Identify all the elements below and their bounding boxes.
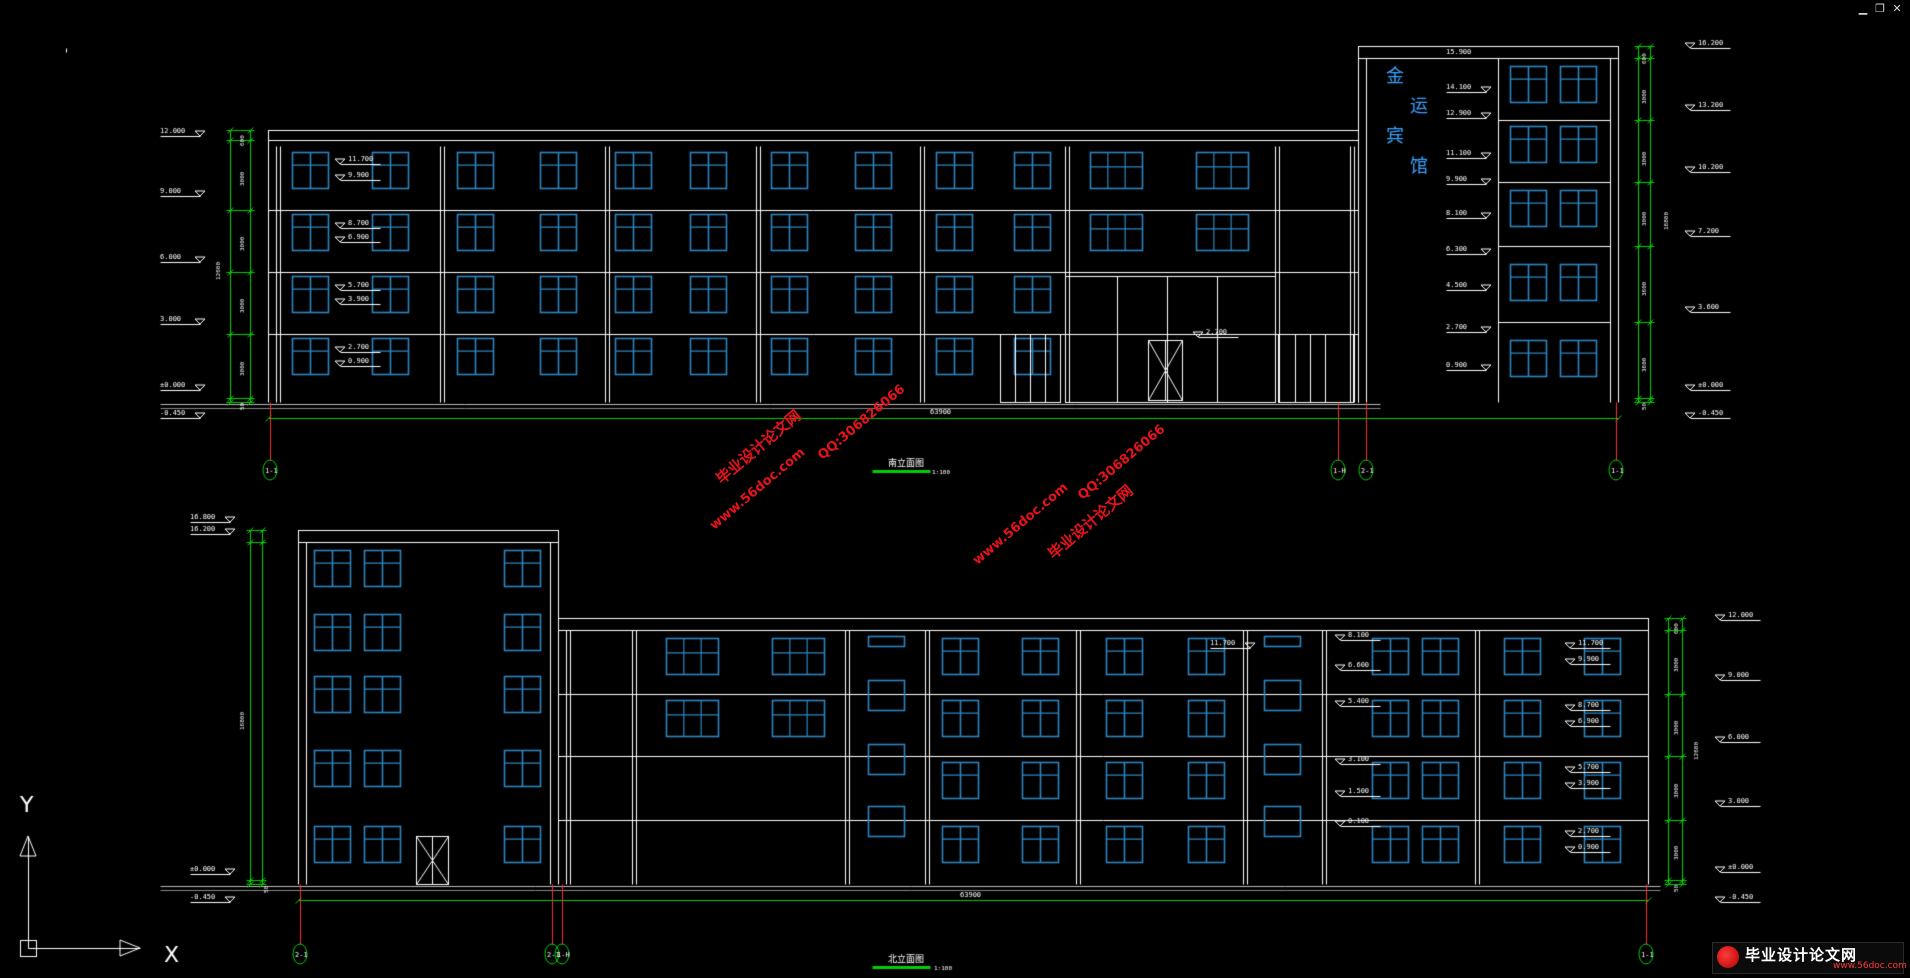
- minimize-button[interactable]: ▁: [1858, 2, 1868, 15]
- site-logo: 毕业设计论文网 www.56doc.com: [1712, 942, 1907, 974]
- close-button[interactable]: ✕: [1892, 2, 1902, 15]
- logo-url: www.56doc.com: [1833, 961, 1907, 971]
- logo-title: 毕业设计论文网: [1745, 946, 1858, 964]
- restore-button[interactable]: ❐: [1875, 2, 1885, 15]
- logo-disc-icon: [1717, 946, 1739, 968]
